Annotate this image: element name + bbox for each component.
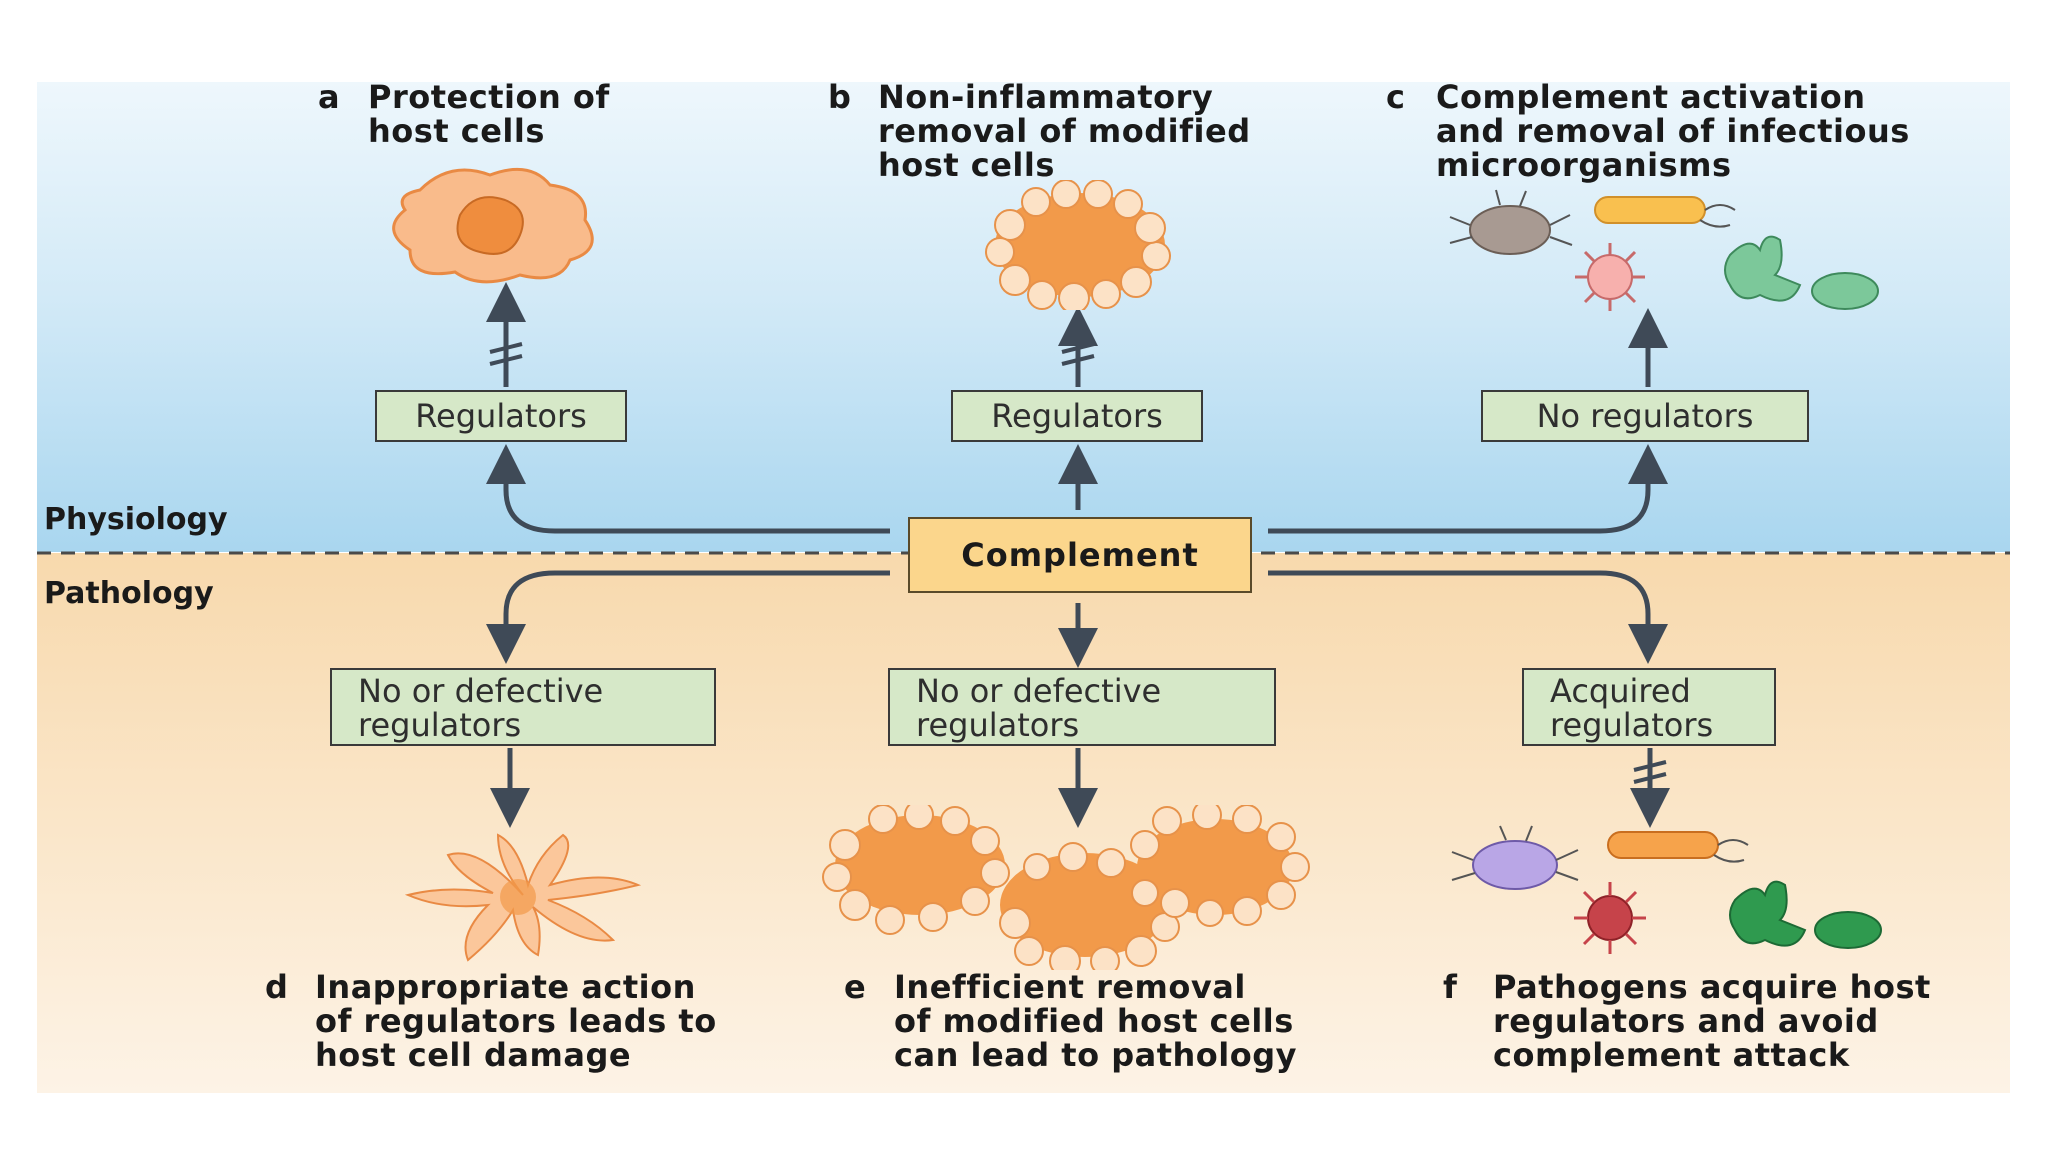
- caption-letter: f: [1443, 968, 1458, 1006]
- caption-f: f Pathogens acquire host regulators and …: [1443, 970, 1931, 1072]
- box-line: regulators: [1550, 706, 1714, 744]
- caption-line: Pathogens acquire host: [1493, 968, 1931, 1006]
- caption-line: of modified host cells: [894, 1002, 1294, 1040]
- caption-letter: b: [828, 78, 852, 116]
- physiology-label: Physiology: [44, 502, 228, 537]
- apoptotic-cell-icon: [985, 180, 1171, 310]
- caption-letter: e: [844, 968, 867, 1006]
- regulators-box-b: Regulators: [951, 390, 1203, 442]
- caption-letter: d: [265, 968, 289, 1006]
- caption-line: complement attack: [1493, 1036, 1850, 1074]
- caption-b: b Non-inflammatory removal of modified h…: [828, 80, 1251, 182]
- box-line: No or defective: [916, 672, 1162, 710]
- caption-line: Non-inflammatory: [878, 78, 1214, 116]
- caption-line: host cell damage: [315, 1036, 632, 1074]
- no-regulators-box-c: No regulators: [1481, 390, 1809, 442]
- caption-c: c Complement activation and removal of i…: [1386, 80, 1910, 182]
- regulators-box-a: Regulators: [375, 390, 627, 442]
- caption-line: Inappropriate action: [315, 968, 696, 1006]
- caption-line: removal of modified: [878, 112, 1251, 150]
- defective-regulators-box-e: No or defective regulators: [888, 668, 1276, 746]
- box-line: regulators: [358, 706, 522, 744]
- caption-a: a Protection of host cells: [318, 80, 610, 148]
- box-label: No regulators: [1536, 397, 1754, 435]
- caption-line: can lead to pathology: [894, 1036, 1297, 1074]
- box-line: No or defective: [358, 672, 604, 710]
- caption-line: of regulators leads to: [315, 1002, 717, 1040]
- caption-line: host cells: [368, 112, 545, 150]
- apoptotic-cluster-icon: [822, 805, 1310, 970]
- caption-e: e Inefficient removal of modified host c…: [844, 970, 1297, 1072]
- defective-regulators-box-d: No or defective regulators: [330, 668, 716, 746]
- caption-line: host cells: [878, 146, 1055, 184]
- physiology-panel: [37, 82, 2010, 552]
- host-cell-icon: [392, 167, 594, 284]
- caption-letter: c: [1386, 78, 1406, 116]
- microorganisms-icon: [1449, 189, 1879, 311]
- caption-d: d Inappropriate action of regulators lea…: [265, 970, 717, 1072]
- protected-pathogens-icon: [1451, 825, 1882, 954]
- caption-line: Protection of: [368, 78, 610, 116]
- caption-line: Inefficient removal: [894, 968, 1246, 1006]
- caption-line: microorganisms: [1436, 146, 1732, 184]
- box-label: Regulators: [991, 397, 1163, 435]
- box-line: Acquired: [1550, 672, 1691, 710]
- damaged-cell-icon: [404, 833, 642, 962]
- acquired-regulators-box-f: Acquired regulators: [1522, 668, 1776, 746]
- caption-line: and removal of infectious: [1436, 112, 1910, 150]
- complement-box: Complement: [908, 517, 1252, 593]
- caption-line: regulators and avoid: [1493, 1002, 1879, 1040]
- box-label: Regulators: [415, 397, 587, 435]
- box-line: regulators: [916, 706, 1080, 744]
- caption-line: Complement activation: [1436, 78, 1866, 116]
- pathology-panel: [37, 553, 2010, 1093]
- pathology-label: Pathology: [44, 576, 214, 611]
- caption-letter: a: [318, 78, 341, 116]
